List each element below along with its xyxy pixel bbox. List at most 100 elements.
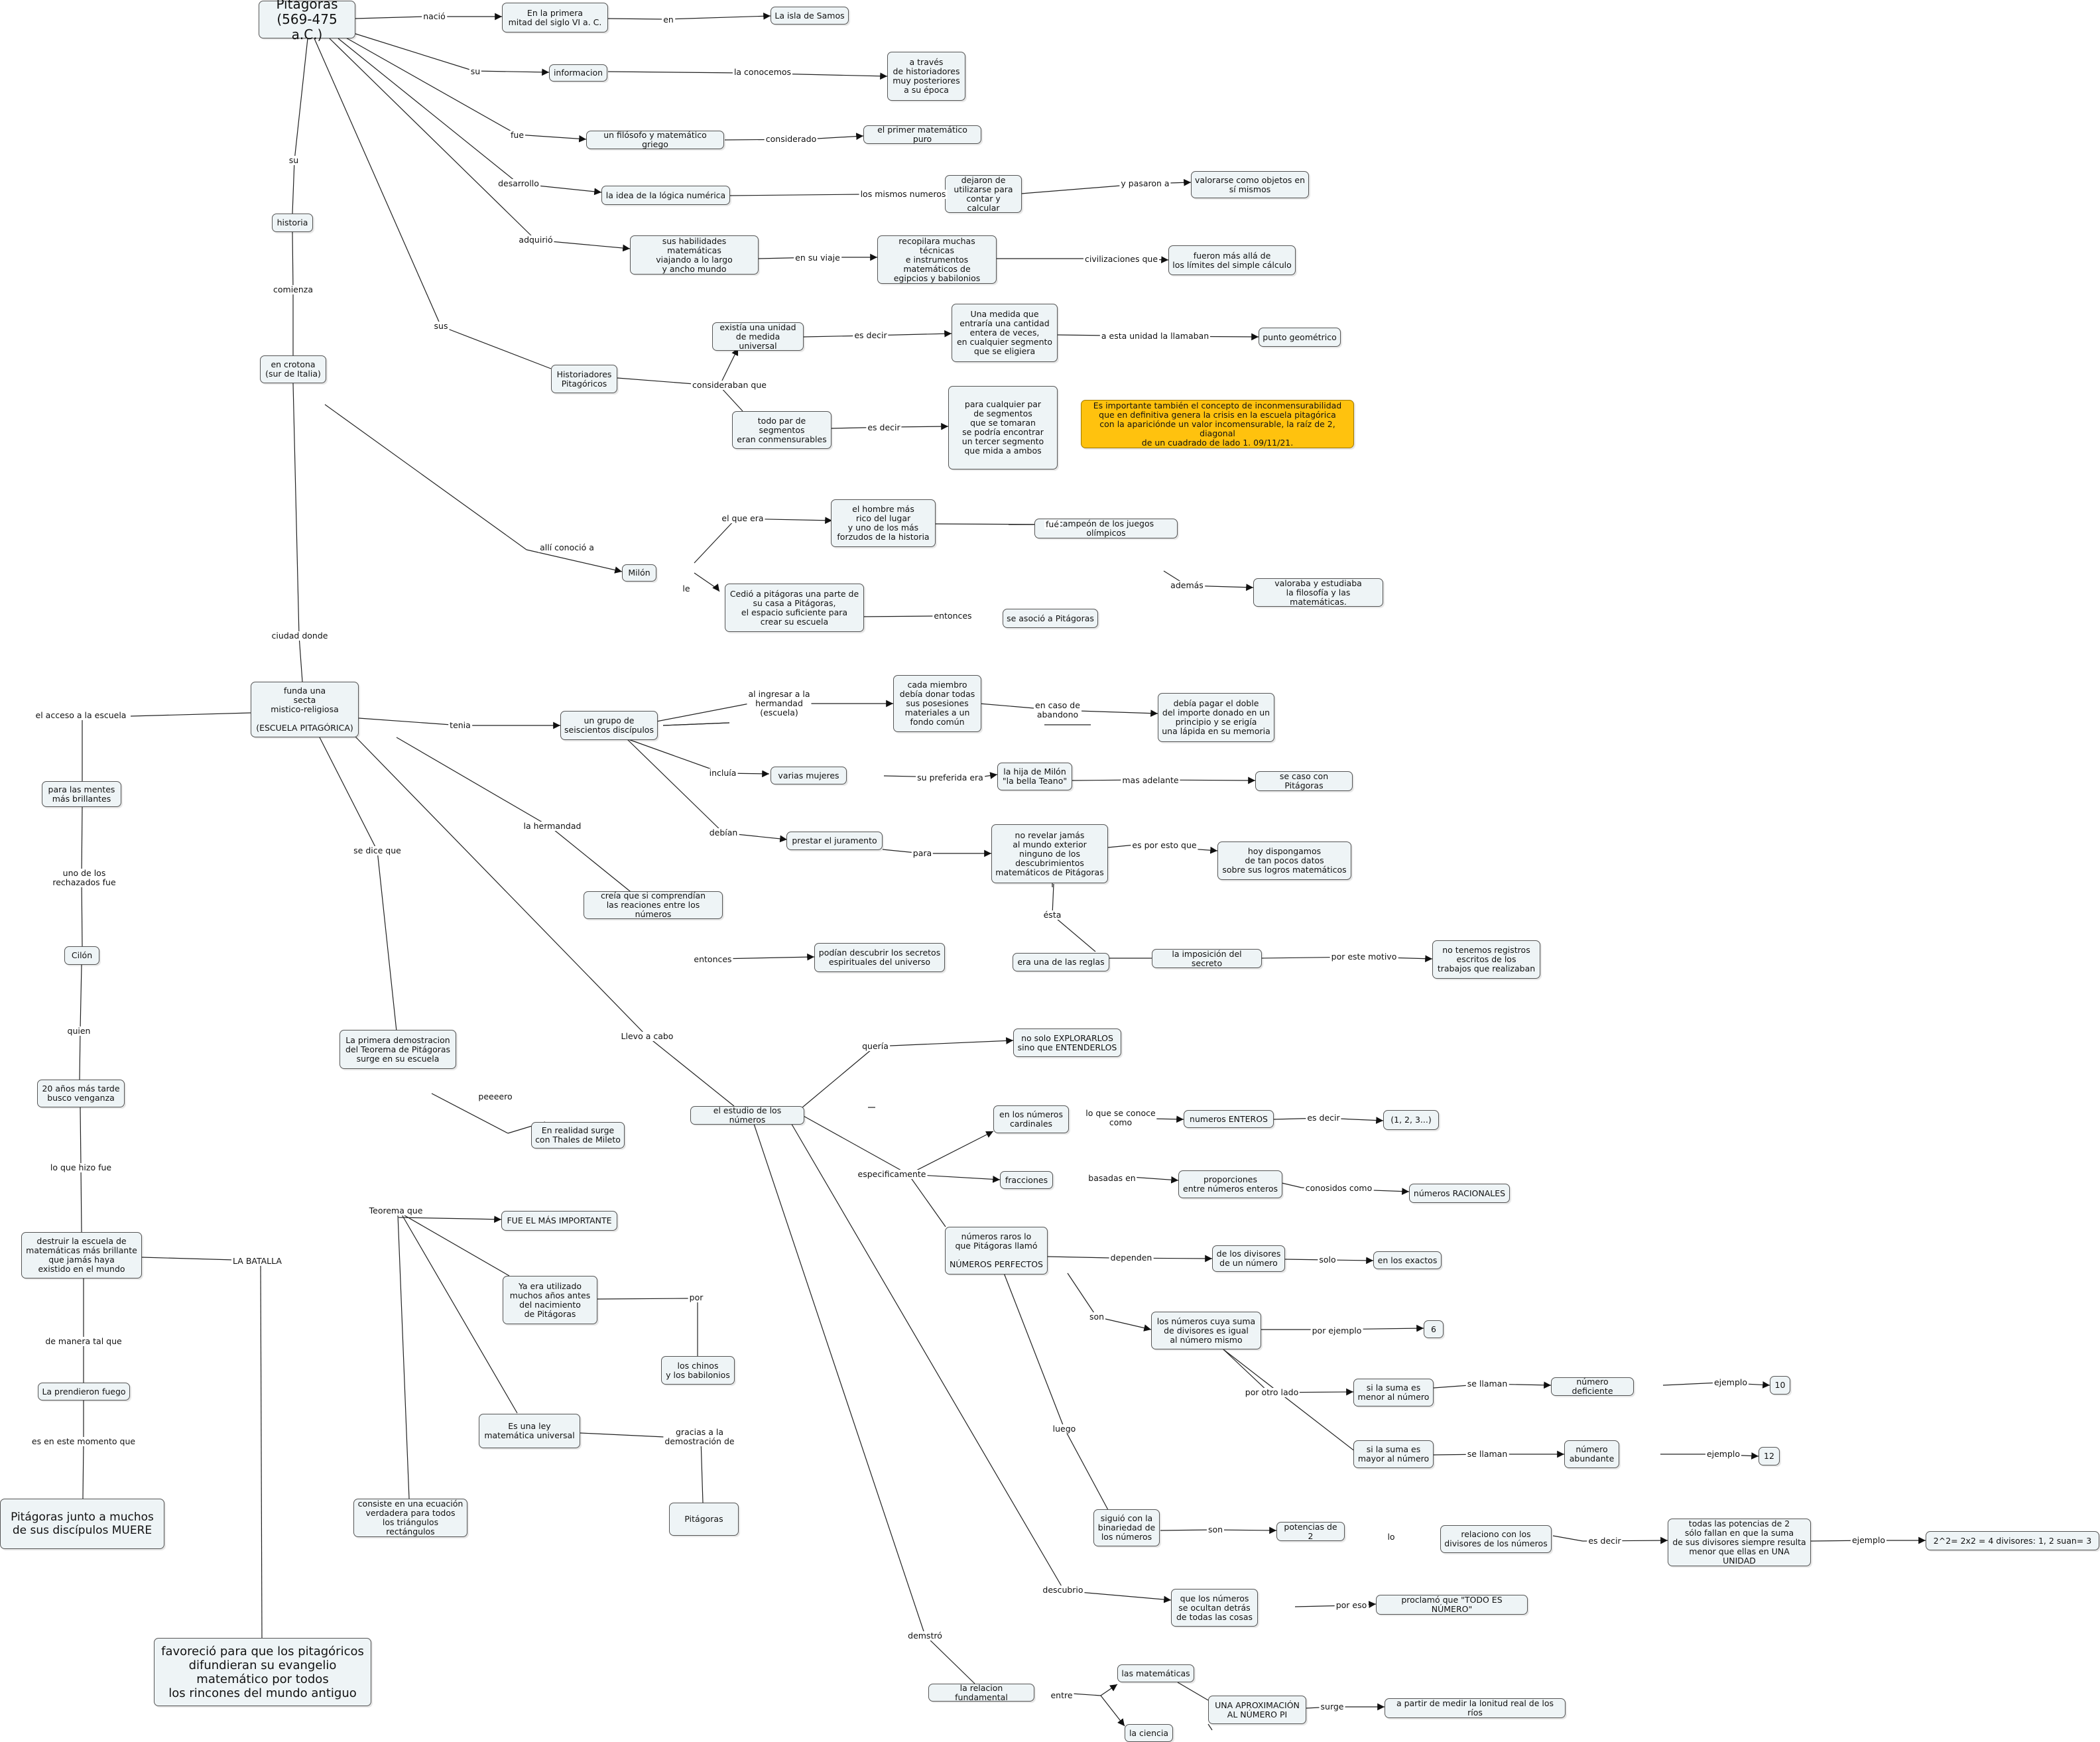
node-estudio[interactable]: el estudio de los números — [690, 1106, 804, 1125]
node-caso[interactable]: se caso con Pitágoras — [1255, 771, 1353, 791]
node-primer-matematico[interactable]: el primer matemático puro — [863, 125, 981, 144]
node-objetos[interactable]: valorarse como objetos en sí mismos — [1191, 171, 1309, 198]
node-ocultan[interactable]: que los números se ocultan detrás de tod… — [1171, 1589, 1258, 1627]
node-rios[interactable]: a partir de medir la lonitud real de los… — [1385, 1698, 1566, 1718]
link-label-su1: su — [469, 66, 482, 76]
node-habilidades[interactable]: sus habilidades matemáticas viajando a l… — [630, 235, 759, 275]
node-aproximacion[interactable]: UNA APROXIMACIÓN AL NÚMERO PI — [1208, 1696, 1306, 1724]
node-filosofo[interactable]: un filósofo y matemático griego — [586, 131, 724, 149]
node-prendieron[interactable]: La prendieron fuego — [38, 1383, 130, 1400]
node-hoy[interactable]: hoy dispongamos de tan pocos datos sobre… — [1217, 841, 1351, 880]
link-label-tenia: tenia — [448, 720, 472, 730]
node-primera-mitad[interactable]: En la primera mitad del siglo VI a. C. — [502, 3, 608, 32]
node-miembro[interactable]: cada miembro debía donar todas sus poses… — [893, 675, 981, 732]
node-cedio[interactable]: Cedió a pitágoras una parte de su casa a… — [725, 584, 864, 632]
node-enteros[interactable]: numeros ENTEROS — [1184, 1110, 1274, 1128]
node-proporciones[interactable]: proporciones entre números enteros — [1178, 1170, 1282, 1198]
node-creia[interactable]: creía que si comprendían las reaciones e… — [584, 891, 723, 919]
node-no-revelar[interactable]: no revelar jamás al mundo exterior ningu… — [991, 824, 1108, 883]
node-mujeres[interactable]: varias mujeres — [771, 767, 847, 784]
node-crotona[interactable]: en crotona (sur de Italia) — [260, 355, 326, 383]
node-ejemplo-pot[interactable]: 2^2= 2x2 = 4 divisores: 1, 2 suan= 3 — [1926, 1531, 2099, 1550]
link-label-llamaban: a esta unidad la llamaban — [1099, 331, 1211, 341]
node-relaciono[interactable]: relaciono con los divisores de los númer… — [1440, 1525, 1552, 1553]
node-ciencia[interactable]: la ciencia — [1125, 1724, 1173, 1742]
node-explorarlos[interactable]: no solo EXPLORARLOS sino que ENTENDERLOS — [1013, 1028, 1121, 1057]
link-label-teorema: Teorema que — [367, 1206, 424, 1215]
link-label-especificamente: especificamente — [856, 1169, 928, 1179]
node-hombre-rico[interactable]: el hombre más rico del lugar y uno de lo… — [831, 499, 936, 547]
node-asocio[interactable]: se asoció a Pitágoras — [1003, 609, 1098, 628]
node-samos[interactable]: La isla de Samos — [771, 7, 849, 25]
node-unidad[interactable]: existía una unidad de medida universal — [712, 322, 804, 351]
node-recopilara[interactable]: recopilara muchas técnicas e instrumento… — [877, 235, 997, 284]
node-hija[interactable]: la hija de Milón "la bella Teano" — [997, 763, 1072, 790]
node-doce[interactable]: 12 — [1759, 1447, 1780, 1465]
link-label-preferida: su preferida era — [916, 773, 985, 782]
node-mayor[interactable]: si la suma es mayor al número — [1353, 1440, 1434, 1468]
node-thales[interactable]: En realidad surge con Thales de Mileto — [531, 1122, 625, 1149]
node-perfectos[interactable]: números raros lo que Pitágoras llamó NÚM… — [945, 1227, 1048, 1275]
node-ecuacion[interactable]: consiste en una ecuación verdadera para … — [353, 1499, 467, 1537]
node-matematicas[interactable]: las matemáticas — [1117, 1664, 1194, 1682]
node-seis[interactable]: 6 — [1424, 1320, 1444, 1338]
node-muere[interactable]: Pitágoras junto a muchos de sus discípul… — [0, 1499, 164, 1549]
node-chinos[interactable]: los chinos y los babilonios — [661, 1356, 735, 1385]
node-utilizado[interactable]: Ya era utilizado muchos años antes del n… — [503, 1276, 597, 1324]
link-label-acceso: el acceso a la escuela — [34, 710, 128, 720]
node-historia[interactable]: historia — [272, 214, 313, 232]
link-label-momento: es en este momento que — [30, 1436, 137, 1446]
node-historiadores-post[interactable]: a través de historiadores muy posteriore… — [887, 52, 965, 101]
node-logica[interactable]: la idea de la lógica numérica — [601, 186, 730, 205]
node-mas-alla[interactable]: fueron más allá de los límites del simpl… — [1168, 245, 1296, 275]
node-reglas[interactable]: era una de las reglas — [1013, 953, 1109, 971]
node-divisores[interactable]: de los divisores de un número — [1212, 1245, 1285, 1272]
node-inconmensurabilidad[interactable]: Es importante también el concepto de inc… — [1081, 400, 1354, 448]
link-label-es-decir2: es decir — [866, 422, 902, 432]
node-fracciones[interactable]: fracciones — [1000, 1171, 1053, 1189]
node-cilon[interactable]: Cilón — [64, 946, 99, 965]
node-relacion[interactable]: la relacion fundamental — [928, 1683, 1034, 1702]
node-funda[interactable]: funda una secta mistico-religiosa (ESCUE… — [251, 682, 359, 737]
node-exactos[interactable]: en los exactos — [1373, 1251, 1442, 1269]
node-milon[interactable]: Milón — [622, 564, 656, 582]
node-todas-potencias[interactable]: todas las potencias de 2 sólo fallan en … — [1668, 1519, 1811, 1566]
node-punto[interactable]: punto geométrico — [1259, 328, 1341, 347]
node-todo-par[interactable]: todo par de segmentos eran conmensurable… — [732, 411, 832, 449]
node-deficiente[interactable]: número deficiente — [1551, 1377, 1634, 1396]
node-ley[interactable]: Es una ley matemática universal — [479, 1414, 580, 1448]
node-registros[interactable]: no tenemos registros escritos de los tra… — [1432, 940, 1540, 979]
node-menor[interactable]: si la suma es menor al número — [1353, 1379, 1434, 1406]
node-todo-numero[interactable]: proclamó que "TODO ES NÚMERO" — [1376, 1595, 1528, 1615]
link-label-se-llaman1: se llaman — [1465, 1379, 1509, 1389]
node-pitagoras[interactable]: Pitágoras (569-475 a.C.) — [259, 0, 355, 42]
node-abundante[interactable]: número abundante — [1564, 1440, 1619, 1468]
node-importante[interactable]: FUE EL MÁS IMPORTANTE — [501, 1211, 617, 1231]
node-cardinales[interactable]: en los números cardinales — [993, 1105, 1069, 1133]
node-favorecio[interactable]: favoreció para que los pitagóricos difun… — [154, 1638, 371, 1706]
node-pagar[interactable]: debía pagar el doble del importe donado … — [1158, 693, 1274, 742]
node-mentes[interactable]: para las mentes más brillantes — [42, 781, 121, 807]
node-diez[interactable]: 10 — [1770, 1376, 1790, 1395]
node-uno-dos[interactable]: (1, 2, 3...) — [1383, 1110, 1439, 1130]
link-label-por-ejemplo: por ejemplo — [1310, 1326, 1363, 1336]
node-suma-igual[interactable]: los números cuya suma de divisores es ig… — [1151, 1312, 1261, 1349]
node-potencias[interactable]: potencias de 2 — [1276, 1522, 1345, 1541]
node-primera-demo[interactable]: La primera demostracion del Teorema de P… — [340, 1030, 456, 1069]
node-juramento[interactable]: prestar el juramento — [786, 832, 883, 850]
node-par-cualquiera[interactable]: para cualquier par de segmentos que se t… — [948, 386, 1058, 469]
node-valoraba[interactable]: valoraba y estudiaba la filosofía y las … — [1253, 578, 1383, 607]
node-pitagoras2[interactable]: Pitágoras — [669, 1503, 739, 1536]
node-destruir[interactable]: destruir la escuela de matemáticas más b… — [21, 1232, 142, 1278]
node-binariedad[interactable]: siguió con la binariedad de los números — [1093, 1509, 1160, 1546]
node-secretos[interactable]: podían descubrir los secretos espiritual… — [814, 943, 945, 972]
node-medida[interactable]: Una medida que entraría una cantidad ent… — [952, 304, 1058, 362]
node-racionales[interactable]: números RACIONALES — [1409, 1184, 1510, 1203]
node-veinte[interactable]: 20 años más tarde busco venganza — [37, 1080, 125, 1107]
node-informacion[interactable]: informacion — [549, 64, 607, 82]
node-hist-pitag[interactable]: Historiadores Pitagóricos — [551, 365, 617, 393]
link-label-se-dice: se dice que — [352, 845, 402, 855]
node-dejaron[interactable]: dejaron de utilizarse para contar y calc… — [945, 175, 1022, 213]
node-discipulos[interactable]: un grupo de seiscientos discípulos — [560, 711, 658, 740]
node-imposicion[interactable]: la imposición del secreto — [1152, 949, 1262, 968]
